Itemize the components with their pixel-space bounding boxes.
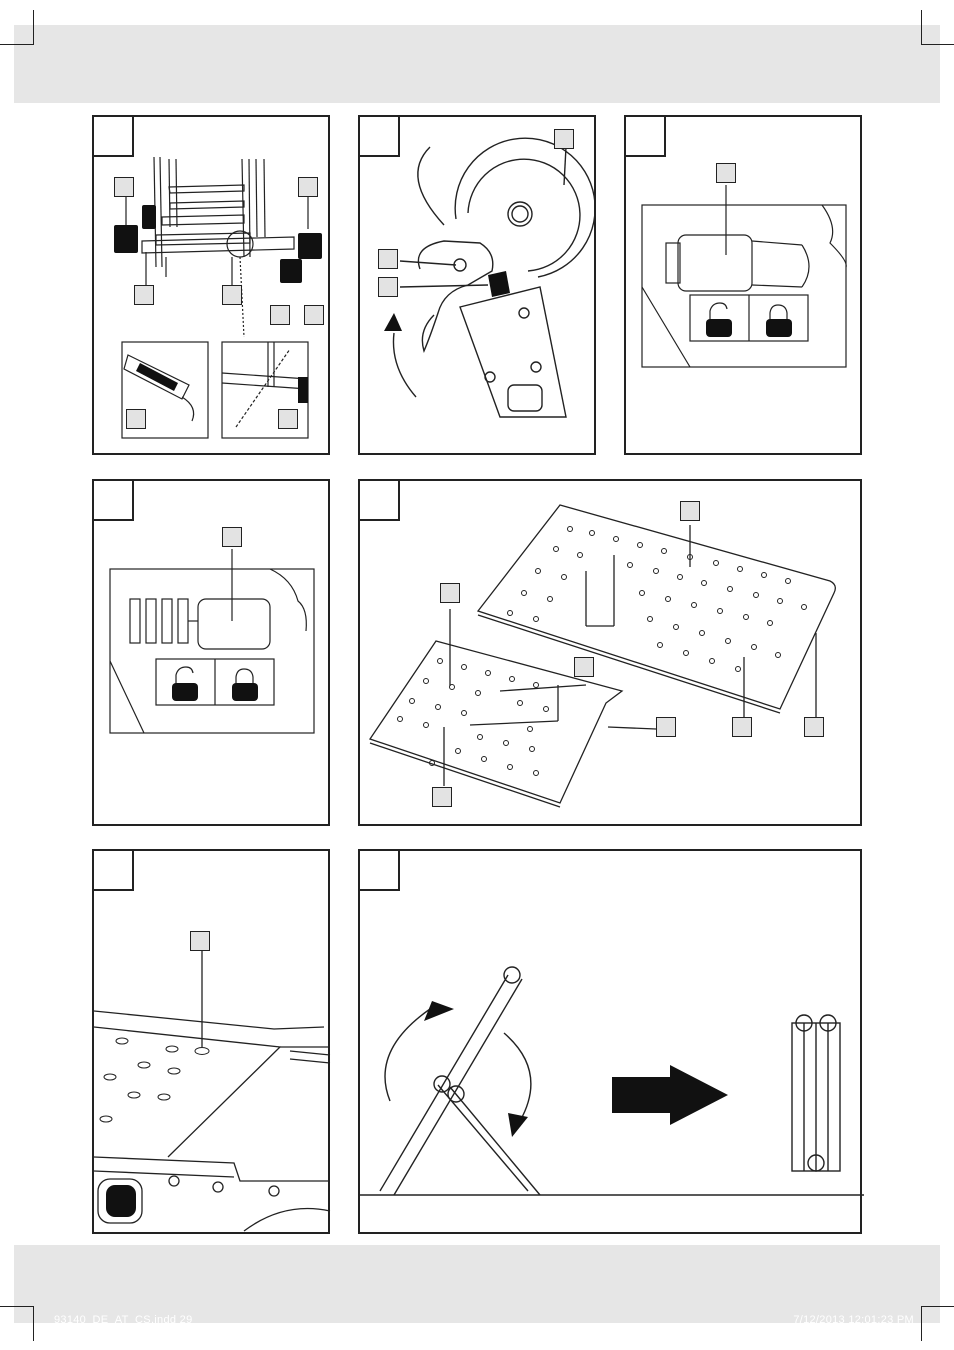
figure-number-tab — [92, 115, 134, 157]
open-padlock-icon — [706, 319, 732, 337]
part-label — [222, 285, 242, 305]
part-label — [114, 177, 134, 197]
arrow-right-icon — [612, 1065, 728, 1125]
footer-timestamp: 7/12/2013 12:01:23 PM — [793, 1314, 914, 1326]
figure-number-tab — [92, 479, 134, 521]
part-label — [440, 583, 460, 603]
figure-number-tab — [624, 115, 666, 157]
part-label — [716, 163, 736, 183]
crop-mark — [33, 1306, 34, 1341]
figure-number-tab — [92, 849, 134, 891]
mounted-platform-illustration — [94, 951, 331, 1232]
part-label — [298, 177, 318, 197]
figure-panel-1 — [92, 115, 330, 455]
part-label — [378, 277, 398, 297]
platform-boards-illustration — [368, 504, 836, 808]
figure-panel-6 — [92, 849, 331, 1234]
figure-panel-7 — [358, 849, 864, 1234]
part-label — [656, 717, 676, 737]
footer-band — [14, 1245, 940, 1323]
locking-lever-illustration — [641, 185, 847, 368]
part-label — [278, 409, 298, 429]
crop-mark — [0, 44, 34, 45]
crop-mark — [921, 1306, 922, 1341]
ladder-assembly-illustration — [114, 156, 322, 439]
part-label — [574, 657, 594, 677]
figure-panel-3 — [624, 115, 862, 455]
closed-padlock-icon — [766, 319, 792, 337]
folding-illustration — [360, 966, 864, 1196]
figure-panel-5 — [358, 479, 862, 826]
crop-mark — [921, 10, 922, 45]
figure-panel-2 — [358, 115, 596, 455]
closed-padlock-icon — [232, 683, 258, 701]
part-label — [270, 305, 290, 325]
part-label — [304, 305, 324, 325]
footer-file-name: 93140_DE_AT_CS.indd 29 — [54, 1314, 193, 1326]
part-label — [190, 931, 210, 951]
header-band — [14, 25, 940, 103]
part-label — [126, 409, 146, 429]
crop-mark — [921, 44, 954, 45]
hinge-lock-illustration — [384, 137, 596, 418]
part-label — [378, 249, 398, 269]
part-label — [680, 501, 700, 521]
open-padlock-icon — [172, 683, 198, 701]
figure-number-tab — [358, 479, 400, 521]
figure-number-tab — [358, 115, 400, 157]
figure-number-tab — [358, 849, 400, 891]
part-label — [432, 787, 452, 807]
foot-cap — [114, 225, 138, 253]
crop-mark — [33, 10, 34, 45]
figure-panel-4 — [92, 479, 330, 826]
part-label — [804, 717, 824, 737]
crop-mark — [921, 1306, 954, 1307]
part-label — [732, 717, 752, 737]
part-label — [134, 285, 154, 305]
part-label — [554, 129, 574, 149]
part-label — [222, 527, 242, 547]
crop-mark — [0, 1306, 34, 1307]
lever-unlock-illustration — [109, 549, 315, 734]
